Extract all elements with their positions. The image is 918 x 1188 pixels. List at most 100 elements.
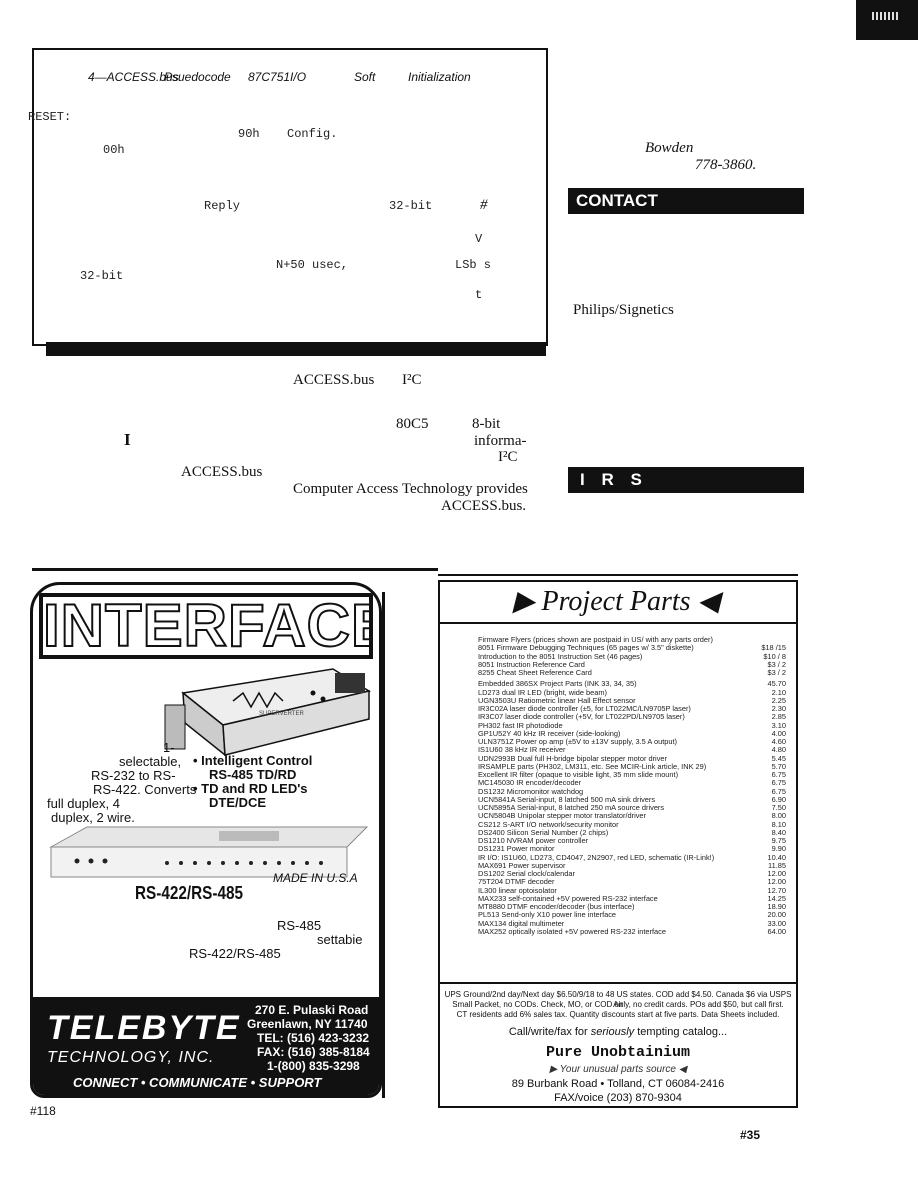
body-bar: I (124, 430, 131, 449)
body-i2c-1: I²C (402, 372, 422, 388)
code-n50: N+50 usec, (276, 258, 349, 272)
parts-item-price: 12.00 (767, 877, 787, 887)
parts-item: Embedded 386SX Project Parts (INK 33, 34… (478, 679, 786, 689)
parts-item: Excellent IR filter (opaque to visible l… (478, 770, 786, 779)
parts-item-price: 3.10 (771, 720, 786, 730)
body-access-3: ACCESS.bus. (441, 498, 527, 514)
listing-shadow-bar (46, 342, 546, 356)
parts-item-desc: GP1U52Y 40 kHz IR receiver (side-looking… (478, 728, 621, 738)
parts-item: UGN3503U Ratiometric linear Hall Effect … (478, 695, 786, 705)
parts-item-desc: 8255 Cheat Sheet Reference Card (478, 668, 592, 677)
parts-item-desc: Embedded 386SX Project Parts (INK 33, 34… (478, 679, 637, 689)
parts-item-price: $18 /15 (761, 643, 786, 653)
parts-item: MT8880 DTMF encoder/decoder (bus interfa… (478, 902, 786, 911)
parts-item-price: 8.40 (771, 827, 786, 837)
parts-item-price: 6.75 (771, 778, 786, 788)
parts-item-price: 10.40 (767, 852, 787, 862)
caption-title: 4—ACCESS.bus (88, 70, 179, 84)
parts-item: MAX233 self-contained +5V powered RS-232… (478, 893, 787, 903)
parts-item: UCN5841A Serial-input, 8 latched 500 mA … (478, 795, 786, 804)
converter-illustration: SUPERVERTER (164, 668, 371, 757)
parts-item: IR3C07 laser diode controller (+5V, for … (478, 712, 786, 722)
parts-fax: FAX/voice (203) 870-9304 (554, 1092, 682, 1104)
irs-heading: I R S (568, 467, 804, 493)
parts-item-desc: MAX134 digital multimeter (478, 918, 565, 928)
product-label: SUPERVERTER (259, 711, 304, 717)
parts-item-desc: 8051 Instruction Reference Card (478, 659, 585, 669)
caption-chip: 87C751I/O (248, 70, 307, 84)
parts-item-desc: DS2400 Silicon Serial Number (2 chips) (478, 827, 609, 837)
ad-footer: TELEBYTE TECHNOLOGY, INC. 270 E. Pulaski… (33, 997, 379, 1095)
parts-item-price: 5.45 (771, 753, 786, 763)
body-cat: Computer Access Technology provides (293, 481, 528, 497)
parts-item-desc: UCN5804B Unipolar stepper motor translat… (478, 811, 647, 821)
phone-fax: FAX: (516) 385-8184 (257, 1045, 370, 1059)
parts-title: ▶ Project Parts ◀ (512, 586, 720, 617)
parts-item: GP1U52Y 40 kHz IR receiver (side-looking… (478, 728, 786, 738)
parts-item-desc: IR3C07 laser diode controller (+5V, for … (478, 712, 685, 722)
parts-item-desc: PL513 Send-only X10 power line interface (478, 910, 617, 920)
parts-item-desc: MAX691 Power supervisor (478, 860, 566, 870)
body-access-1: ACCESS.bus (293, 372, 375, 388)
ad-right-rule (382, 592, 385, 1098)
code-32bit-b: 32-bit (80, 269, 124, 283)
parts-item-price: 14.25 (767, 893, 787, 903)
parts-item-price: 5.70 (771, 761, 786, 771)
catalog-callout: Call/write/fax for seriously tempting ca… (440, 1026, 796, 1038)
parts-item-desc: UCN5895A Serial-input, 8 latched 250 mA … (478, 803, 665, 812)
ad-text-5: full duplex, 4 (47, 796, 120, 811)
parts-item-desc: IR I/O: IS1U60, LD273, CD4047, 2N2907, r… (478, 852, 715, 862)
body-access-2: ACCESS.bus (181, 464, 263, 480)
body-i2c-2: I²C (498, 449, 518, 465)
body-informa: informa- (474, 433, 527, 449)
ad-feature-1: • Intelligent Control (193, 753, 313, 768)
code-config: Config. (287, 127, 338, 141)
parts-item-desc: Excellent IR filter (opaque to visible l… (478, 770, 679, 779)
parts-item-desc: DS1202 Serial clock/calendar (478, 869, 575, 878)
parts-item: LD273 dual IR LED (bright, wide beam)2.1… (478, 687, 786, 697)
ad-spec-3: RS-422/RS-485 (189, 946, 281, 961)
parts-item-desc: IRSAMPLE parts (PH302, LM311, etc. See M… (478, 761, 707, 771)
code-hash: # (480, 197, 488, 213)
phone-tel: TEL: (516) 423-3232 (257, 1031, 370, 1045)
parts-item-desc: UGN3503U Ratiometric linear Hall Effect … (478, 695, 636, 705)
ad-feature-2: RS-485 TD/RD (209, 767, 297, 782)
ad-spec-2: settabie (317, 932, 363, 947)
parts-item-price: $3 / 2 (767, 668, 787, 677)
parts-frame (438, 580, 798, 984)
shipping-2: Small Packet, no CODs. Check, MO, or COD… (452, 1000, 784, 1009)
divider-right (438, 574, 798, 576)
parts-title-rule (438, 622, 798, 624)
caption-init: Initialization (408, 70, 471, 84)
code-t: t (475, 288, 483, 302)
parts-item-price: 11.85 (768, 860, 786, 870)
parts-item: MAX691 Power supervisor 11.85 (478, 860, 786, 870)
ad-text-6: duplex, 2 wire. (51, 810, 135, 825)
body-8bit: 8-bit (472, 416, 501, 432)
catalog-pre: Call/write/fax for (508, 1026, 588, 1038)
parts-bottom: UPS Ground/2nd day/Next day $6.50/9/18 t… (438, 984, 798, 1108)
parts-item-price: 20.00 (767, 910, 787, 920)
parts-item-desc: IR3C02A laser diode controller (±5, for … (478, 704, 691, 713)
code-00h: 00h (103, 143, 125, 157)
ad-feature-3: • TD and RD LED's (193, 781, 308, 796)
reader-number-parts: #35 (740, 1128, 761, 1142)
parts-item-price: 2.10 (771, 687, 786, 697)
ad-made-in: MADE IN U.S.A (273, 871, 358, 885)
telebyte-ad: INTERFACE SUPERVERTER 1- selectable, RS-… (30, 582, 382, 1098)
shipping-3: CT residents add 6% sales tax. Quantity … (456, 1010, 780, 1019)
shipping-1: UPS Ground/2nd day/Next day $6.50/9/18 t… (444, 990, 792, 1009)
parts-item: Firmware Flyers (prices shown are postpa… (478, 635, 786, 644)
code-reply: Reply (204, 199, 241, 213)
code-lsb: LSb s (455, 258, 492, 272)
parts-item-desc: MAX252 optically isolated +5V powered RS… (478, 926, 666, 936)
parts-item-desc: 75T204 DTMF decoder (478, 877, 555, 887)
parts-item-desc: DS1232 Micromonitor watchdog (478, 786, 584, 796)
code-reset-label: RESET: (28, 110, 72, 124)
